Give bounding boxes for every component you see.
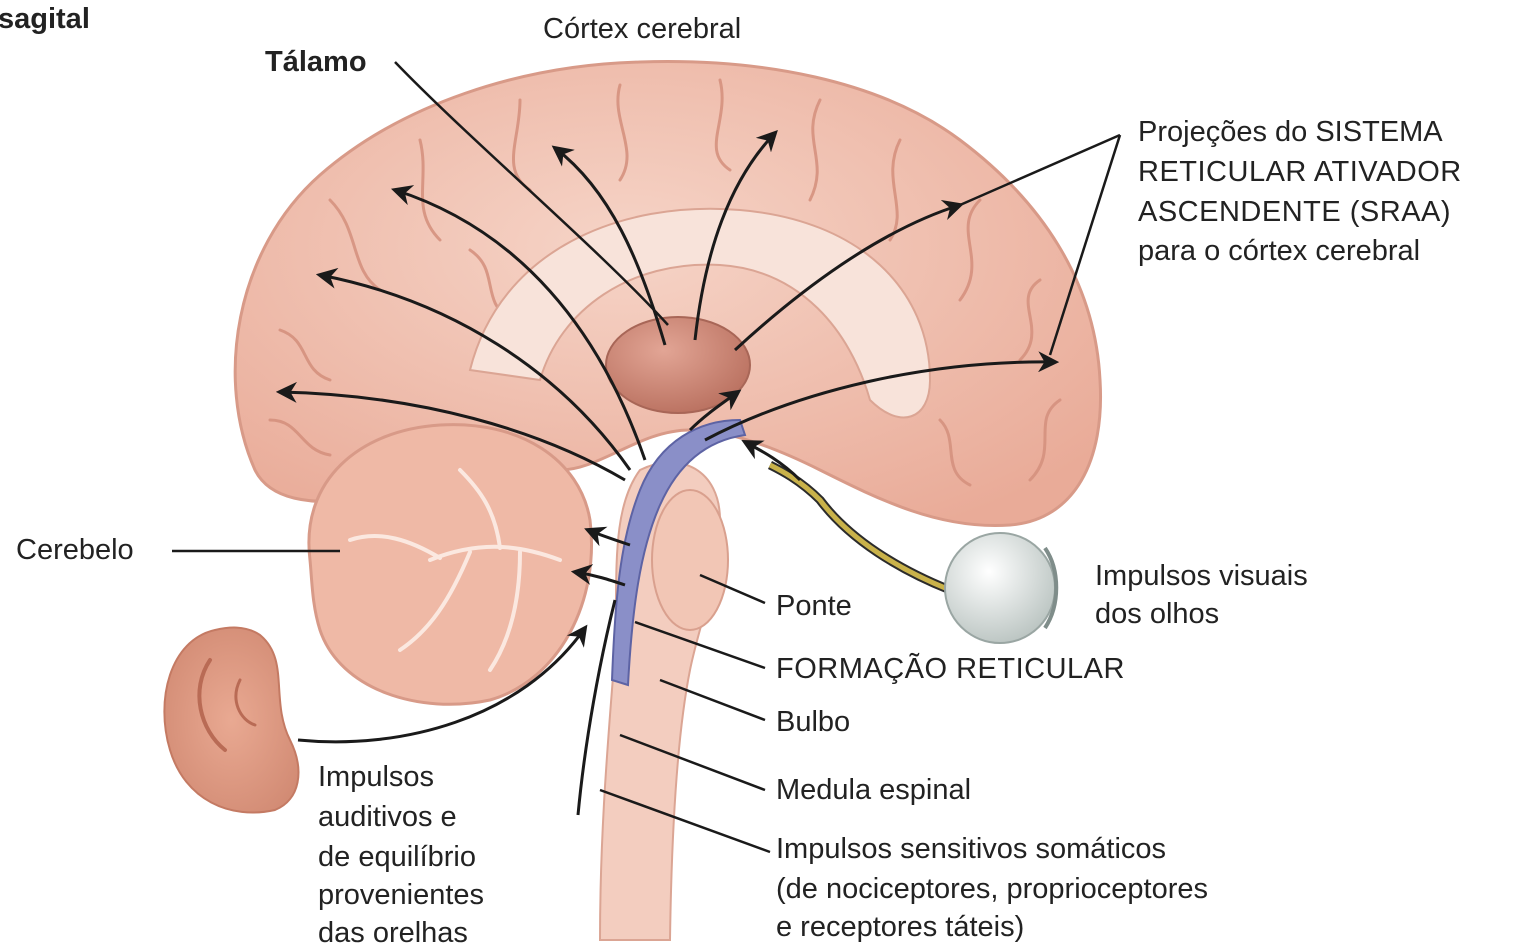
brainstem [600, 462, 728, 940]
label-cortex-cerebral: Córtex cerebral [543, 10, 741, 48]
label-auditivos-line3: de equilíbrio [318, 838, 476, 876]
label-sraa-line3: ASCENDENTE (SRAA) [1138, 193, 1451, 231]
label-auditivos-line1: Impulsos [318, 758, 434, 796]
label-auditivos-line2: auditivos e [318, 798, 457, 836]
label-somaticos-line2: (de nociceptores, proprioceptores [776, 870, 1208, 908]
label-bulbo: Bulbo [776, 703, 850, 741]
label-visual-line1: Impulsos visuais [1095, 557, 1308, 595]
label-somaticos-line3: e receptores táteis) [776, 908, 1024, 946]
label-auditivos-line4: provenientes [318, 876, 484, 914]
label-somaticos-line1: Impulsos sensitivos somáticos [776, 830, 1166, 868]
label-formacao-reticular: FORMAÇÃO RETICULAR [776, 650, 1125, 688]
pons [652, 490, 728, 630]
label-cerebelo: Cerebelo [16, 531, 134, 569]
cerebellum [309, 425, 592, 705]
label-talamo: Tálamo [265, 43, 367, 81]
label-auditivos-line5: das orelhas [318, 914, 468, 952]
label-sagital: sagital [0, 0, 90, 38]
label-visual-line2: dos olhos [1095, 595, 1219, 633]
label-sraa-line2: RETICULAR ATIVADOR [1138, 153, 1462, 191]
eye-illustration [945, 533, 1056, 643]
label-ponte: Ponte [776, 587, 852, 625]
ear-illustration [164, 628, 298, 813]
label-sraa-line4: para o córtex cerebral [1138, 232, 1420, 270]
label-medula-espinal: Medula espinal [776, 771, 971, 809]
label-sraa-line1: Projeções do SISTEMA [1138, 113, 1443, 151]
